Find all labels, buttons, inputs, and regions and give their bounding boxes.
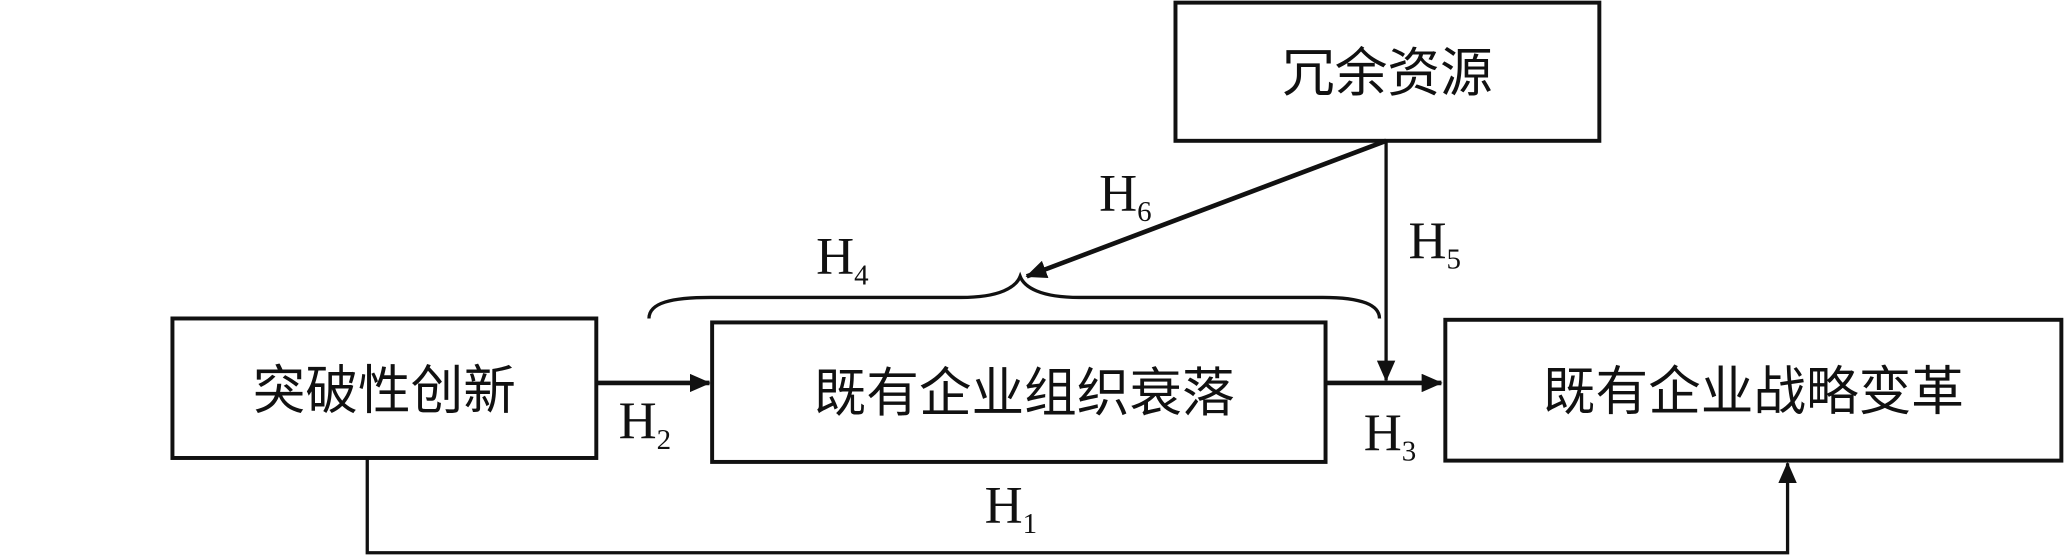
node-label: 冗余资源 [1282, 43, 1493, 104]
node-label: 既有企业战略变革 [1543, 362, 1964, 423]
node-label: 突破性创新 [253, 360, 516, 421]
label-h3: H3 [1364, 404, 1416, 468]
label-h4: H4 [816, 228, 869, 292]
node-disruptive-innovation: 突破性创新 [170, 316, 599, 460]
label-h2: H2 [619, 392, 671, 456]
node-incumbent-decline: 既有企业组织衰落 [710, 320, 1328, 464]
brace-h4 [647, 271, 1382, 319]
arrow-h1 [365, 457, 1797, 555]
label-h5: H5 [1408, 212, 1460, 276]
label-h6: H6 [1099, 165, 1151, 229]
node-label: 既有企业组织衰落 [814, 363, 1235, 424]
label-h1: H1 [985, 476, 1037, 540]
arrow-h6 [1025, 138, 1387, 279]
node-slack-resources: 冗余资源 [1173, 0, 1602, 143]
node-strategic-change: 既有企业战略变革 [1443, 317, 2064, 463]
